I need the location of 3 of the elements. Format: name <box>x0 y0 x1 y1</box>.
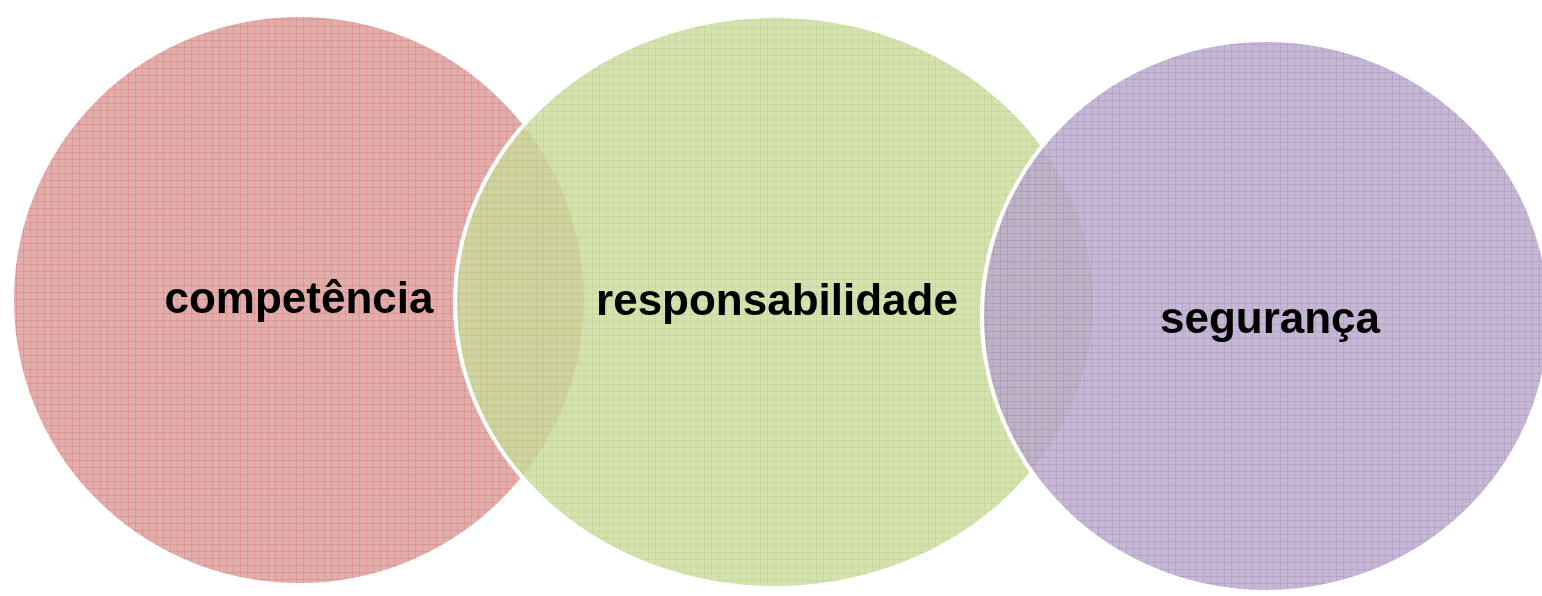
circle-label: responsabilidade <box>596 275 958 325</box>
circle-label: competência <box>164 273 434 323</box>
circle-label: segurança <box>1159 293 1381 343</box>
